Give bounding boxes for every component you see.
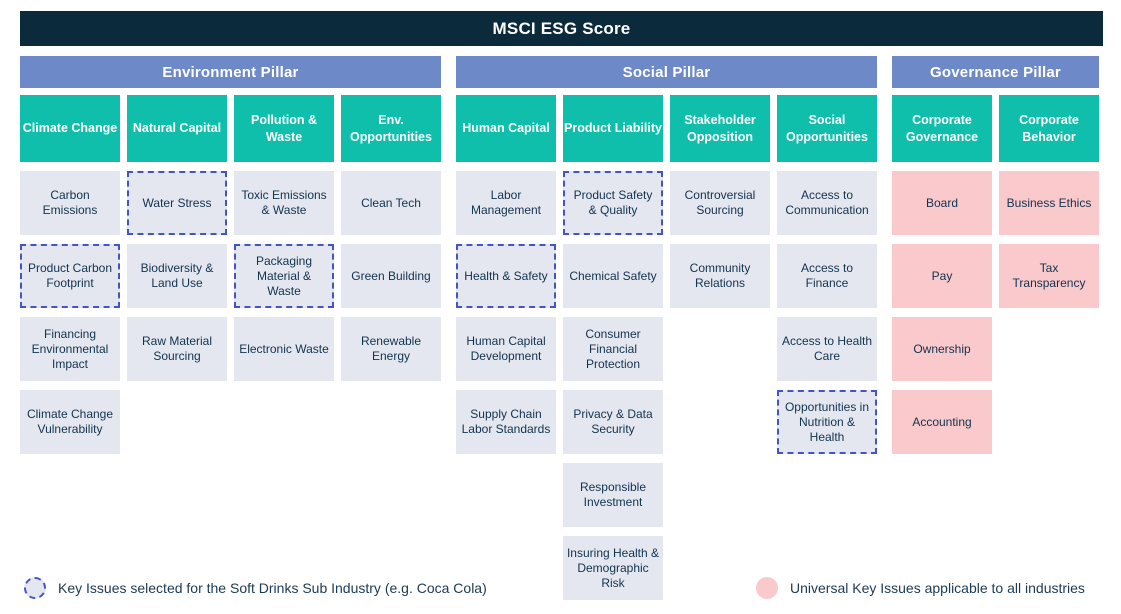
- key-issue-water-stress: Water Stress: [127, 171, 227, 235]
- key-issue-controversial-sourcing: Controversial Sourcing: [670, 171, 770, 235]
- key-issue-raw-material-sourcing: Raw Material Sourcing: [127, 317, 227, 381]
- key-issue-consumer-financial-protection: Consumer Financial Protection: [563, 317, 663, 381]
- key-issue-responsible-investment: Responsible Investment: [563, 463, 663, 527]
- theme-header-social-opportunities: Social Opportunities: [777, 95, 877, 162]
- theme-header-corporate-behavior: Corporate Behavior: [999, 95, 1099, 162]
- key-issue-business-ethics: Business Ethics: [999, 171, 1099, 235]
- key-issue-supply-chain-labor-standards: Supply Chain Labor Standards: [456, 390, 556, 454]
- key-issue-financing-environmental-impact: Financing Environmental Impact: [20, 317, 120, 381]
- key-issue-clean-tech: Clean Tech: [341, 171, 441, 235]
- key-issue-product-carbon-footprint: Product Carbon Footprint: [20, 244, 120, 308]
- legend-selected-key-issues: Key Issues selected for the Soft Drinks …: [24, 576, 487, 600]
- diagram-title: MSCI ESG Score: [20, 11, 1103, 46]
- key-issue-toxic-emissions-waste: Toxic Emissions & Waste: [234, 171, 334, 235]
- legend-universal-label: Universal Key Issues applicable to all i…: [790, 580, 1085, 596]
- theme-header-corporate-governance: Corporate Governance: [892, 95, 992, 162]
- pillar-header-social-pillar: Social Pillar: [456, 56, 877, 88]
- key-issue-product-safety-quality: Product Safety & Quality: [563, 171, 663, 235]
- key-issue-accounting: Accounting: [892, 390, 992, 454]
- key-issue-pay: Pay: [892, 244, 992, 308]
- key-issue-board: Board: [892, 171, 992, 235]
- key-issue-carbon-emissions: Carbon Emissions: [20, 171, 120, 235]
- theme-header-env-opportunities: Env. Opportunities: [341, 95, 441, 162]
- pink-circle-icon: [756, 577, 778, 599]
- key-issue-health-safety: Health & Safety: [456, 244, 556, 308]
- key-issue-insuring-health-demographic-risk: Insuring Health & Demographic Risk: [563, 536, 663, 600]
- key-issue-biodiversity-land-use: Biodiversity & Land Use: [127, 244, 227, 308]
- key-issue-privacy-data-security: Privacy & Data Security: [563, 390, 663, 454]
- key-issue-chemical-safety: Chemical Safety: [563, 244, 663, 308]
- dashed-circle-icon: [24, 577, 46, 599]
- key-issue-packaging-material-waste: Packaging Material & Waste: [234, 244, 334, 308]
- theme-header-product-liability: Product Liability: [563, 95, 663, 162]
- key-issue-access-to-communication: Access to Communication: [777, 171, 877, 235]
- key-issue-green-building: Green Building: [341, 244, 441, 308]
- key-issue-electronic-waste: Electronic Waste: [234, 317, 334, 381]
- theme-header-stakeholder-opposition: Stakeholder Opposition: [670, 95, 770, 162]
- key-issue-community-relations: Community Relations: [670, 244, 770, 308]
- key-issue-climate-change-vulnerability: Climate Change Vulnerability: [20, 390, 120, 454]
- theme-header-human-capital: Human Capital: [456, 95, 556, 162]
- pillar-header-governance-pillar: Governance Pillar: [892, 56, 1099, 88]
- theme-header-climate-change: Climate Change: [20, 95, 120, 162]
- key-issue-opportunities-in-nutrition-health: Opportunities in Nutrition & Health: [777, 390, 877, 454]
- theme-header-natural-capital: Natural Capital: [127, 95, 227, 162]
- key-issue-ownership: Ownership: [892, 317, 992, 381]
- key-issue-access-to-finance: Access to Finance: [777, 244, 877, 308]
- key-issue-renewable-energy: Renewable Energy: [341, 317, 441, 381]
- key-issue-human-capital-development: Human Capital Development: [456, 317, 556, 381]
- key-issue-access-to-health-care: Access to Health Care: [777, 317, 877, 381]
- legend-universal-key-issues: Universal Key Issues applicable to all i…: [756, 576, 1085, 600]
- key-issue-tax-transparency: Tax Transparency: [999, 244, 1099, 308]
- key-issue-labor-management: Labor Management: [456, 171, 556, 235]
- pillar-header-environment-pillar: Environment Pillar: [20, 56, 441, 88]
- theme-header-pollution-waste: Pollution & Waste: [234, 95, 334, 162]
- legend-selected-label: Key Issues selected for the Soft Drinks …: [58, 580, 487, 596]
